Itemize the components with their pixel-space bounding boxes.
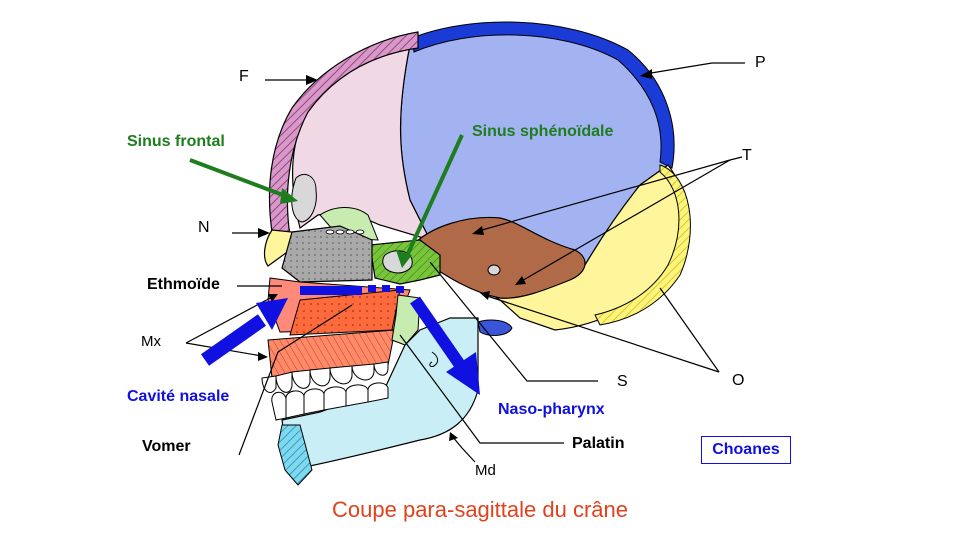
figure-caption: Coupe para-sagittale du crâne: [332, 497, 628, 522]
sinus-frontal-cavity: [291, 174, 317, 223]
label-palatin: Palatin: [572, 435, 625, 452]
label-mx: Mx: [141, 333, 161, 350]
label-ethmoide: Ethmoïde: [147, 276, 220, 293]
label-o: O: [732, 372, 745, 389]
label-sinus-sphenoidale: Sinus sphénoïdale: [472, 123, 614, 140]
ethmoid-bone: [281, 225, 373, 283]
label-t: T: [742, 147, 752, 164]
label-n: N: [198, 219, 210, 236]
label-p: P: [755, 54, 766, 71]
lower-teeth: [271, 382, 389, 421]
label-choanes: Choanes: [701, 436, 791, 464]
label-md: Md: [475, 462, 496, 479]
parietal-cortex: [411, 21, 675, 169]
label-sinus-frontal: Sinus frontal: [127, 133, 225, 150]
label-cavite-nasale: Cavité nasale: [127, 388, 230, 405]
sinus-sphenoidale-arrow: [396, 134, 464, 268]
label-vomer: Vomer: [142, 438, 191, 455]
naso-pharynx-arrow: [410, 296, 480, 395]
leader-lines: [185, 62, 745, 463]
leader-arrowheads: [258, 69, 652, 441]
sinus-frontal-arrow: [189, 158, 298, 204]
temporal-meatus: [487, 264, 501, 276]
label-f: F: [239, 68, 249, 85]
upper-teeth: [261, 361, 389, 393]
temporal-bone: [409, 216, 586, 299]
label-s: S: [617, 373, 628, 390]
choanes-line: [300, 285, 404, 295]
cribriform-plate: [325, 229, 365, 235]
occipital-cortex: [594, 164, 691, 326]
label-naso-pharynx: Naso-pharynx: [498, 401, 605, 418]
mandibular-hook: [429, 351, 439, 367]
mandible-hatched-chin: [277, 424, 313, 486]
cavite-nasale-arrow: [200, 298, 288, 366]
